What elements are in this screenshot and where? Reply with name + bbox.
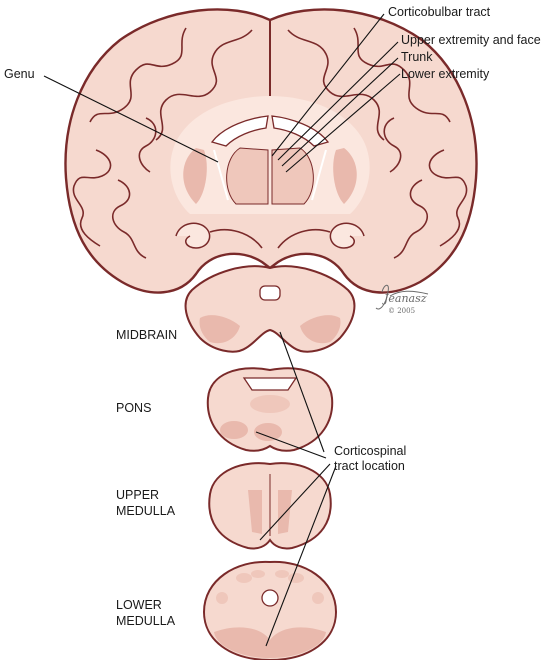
leader-corticobulbar: [271, 13, 385, 157]
leader-midbrain: [279, 331, 325, 453]
central-canal: [261, 589, 279, 607]
label-pons: PONS: [116, 401, 151, 415]
temporal-notch: [209, 228, 331, 249]
lower-medulla-tracts: [214, 627, 326, 658]
leader-upper-medulla: [259, 463, 331, 541]
left-hippocampus: [175, 222, 211, 249]
upper-medulla-section: [208, 462, 332, 550]
pons-right-tract: [254, 423, 282, 441]
labels: Corticobulbar tract Upper extremity and …: [4, 5, 541, 628]
label-midbrain: MIDBRAIN: [116, 328, 177, 342]
midbrain-cerebral-peduncles: [199, 315, 341, 344]
midbrain-section: [184, 265, 356, 353]
left-putamen: [183, 148, 207, 204]
right-gyri: [287, 27, 468, 259]
lateral-ventricles: [210, 115, 330, 147]
leader-lines: [43, 13, 401, 647]
pons-section: [206, 367, 334, 452]
lower-medulla-section: [202, 560, 338, 660]
leader-pons: [255, 431, 327, 459]
pons-tegmentum: [250, 395, 290, 413]
cerebral-aqueduct: [259, 285, 281, 301]
label-corticobulbar: Corticobulbar tract: [388, 5, 491, 19]
upper-medulla-pyramids: [248, 490, 292, 534]
label-lower-medulla-line2: MEDULLA: [116, 614, 176, 628]
label-trunk: Trunk: [401, 50, 433, 64]
signature-name: Jeanasz: [382, 292, 427, 305]
leader-trunk: [281, 57, 399, 167]
dorsal-column-nuclei: [216, 570, 324, 604]
internal-capsule: [213, 149, 327, 201]
label-lower-medulla-line1: LOWER: [116, 598, 162, 612]
right-hippocampus: [329, 222, 365, 249]
label-upper-medulla-line1: UPPER: [116, 488, 159, 502]
label-genu: Genu: [4, 67, 35, 81]
white-matter: [170, 96, 370, 214]
right-putamen: [333, 148, 357, 204]
leader-lower-medulla: [265, 465, 337, 647]
label-upper-extremity: Upper extremity and face: [401, 33, 541, 47]
fourth-ventricle: [242, 377, 298, 391]
left-gyri: [72, 27, 253, 259]
thalami: [226, 147, 314, 205]
artist-signature: Jeanasz © 2005: [375, 284, 429, 315]
label-corticospinal-line2: tract location: [334, 459, 405, 473]
leader-upper-extremity: [277, 41, 399, 161]
label-lower-extremity: Lower extremity: [401, 67, 490, 81]
leader-genu: [43, 75, 219, 163]
pons-left-tract: [220, 421, 248, 439]
leader-lower-extremity: [285, 73, 401, 173]
signature-flourish: [375, 284, 429, 310]
label-corticospinal-line1: Corticospinal: [334, 444, 406, 458]
label-upper-medulla-line2: MEDULLA: [116, 504, 176, 518]
signature-year: © 2005: [388, 307, 415, 315]
